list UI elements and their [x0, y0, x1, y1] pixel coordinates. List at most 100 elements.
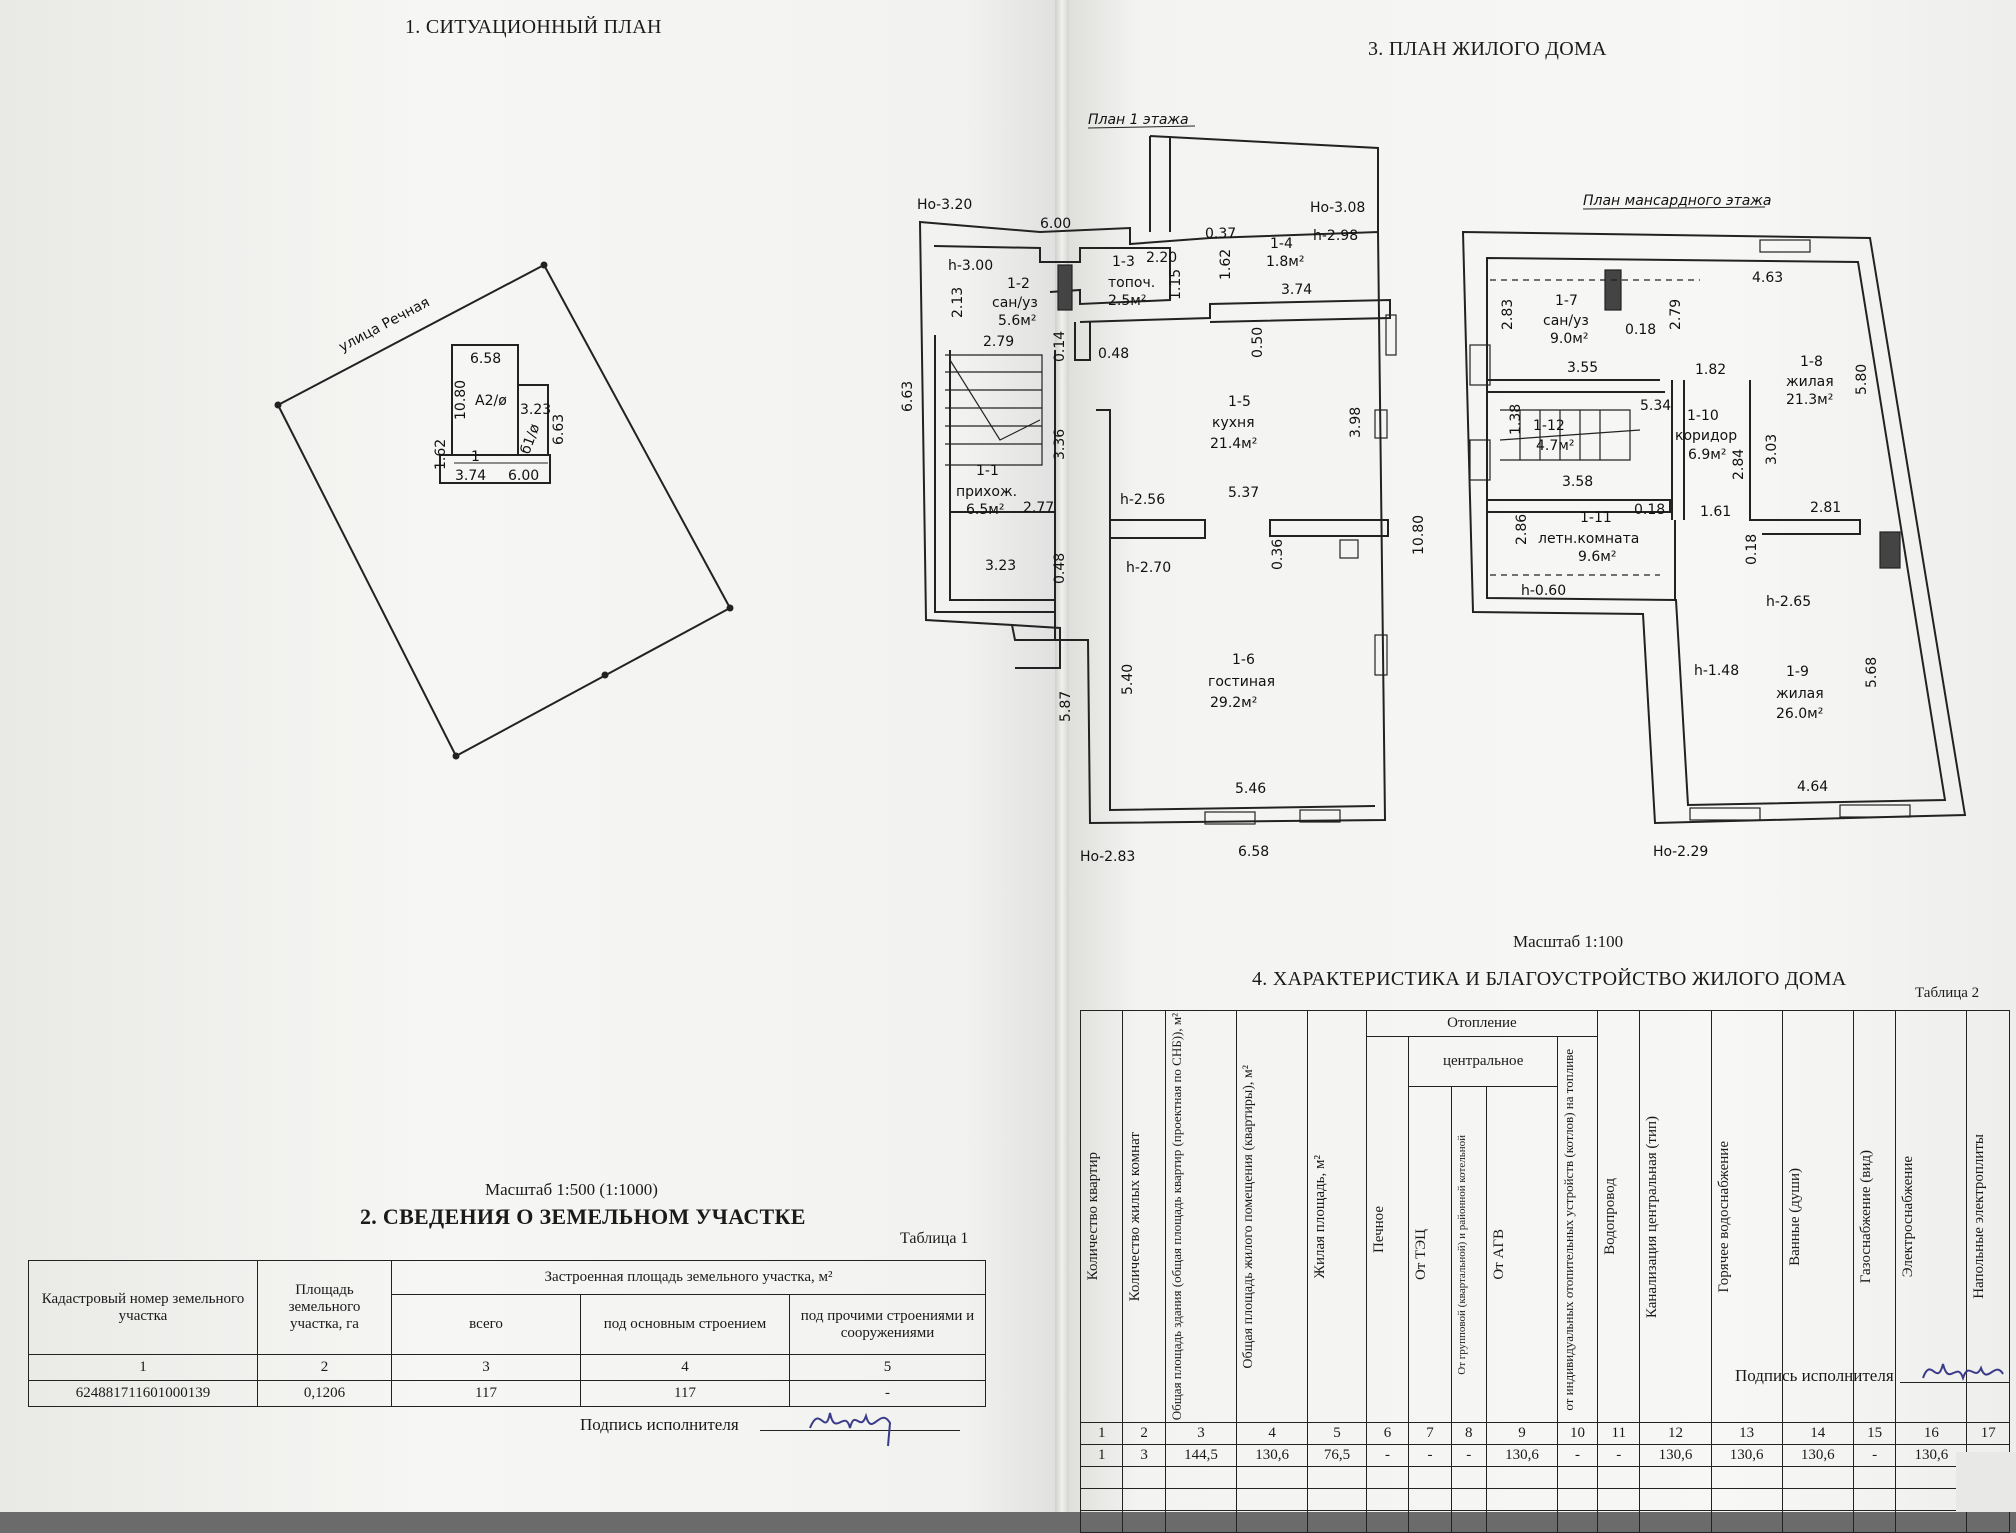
svg-text:1.61: 1.61: [1700, 504, 1731, 520]
svg-text:5.87: 5.87: [1058, 691, 1074, 722]
svg-text:кухня: кухня: [1212, 415, 1255, 431]
house-floorplans: План 1 этажа План мансардного этажа Но-3…: [900, 112, 1967, 865]
situation-scale: Масштаб 1:500 (1:1000): [485, 1180, 658, 1199]
svg-text:сан/уз: сан/уз: [1543, 313, 1589, 329]
num-cell: 3: [391, 1354, 581, 1381]
svg-text:1-10: 1-10: [1687, 408, 1719, 424]
th-16: Электроснабжение: [1895, 1009, 1968, 1424]
svg-text:6.5м²: 6.5м²: [966, 502, 1004, 518]
svg-text:0.36: 0.36: [1270, 539, 1286, 570]
th-12: Канализация центральная (тип): [1639, 1009, 1712, 1424]
svg-text:0.48: 0.48: [1098, 346, 1129, 362]
svg-text:6.00: 6.00: [508, 468, 539, 484]
empty-row: [1079, 1510, 2010, 1533]
cadastral-number: 624881711601000139: [28, 1380, 258, 1407]
land-table: Кадастровый номер земельного участка Пло…: [28, 1260, 986, 1407]
svg-text:1.38: 1.38: [1508, 404, 1524, 435]
svg-text:1-2: 1-2: [1007, 276, 1030, 292]
svg-text:1-7: 1-7: [1555, 293, 1578, 309]
built-main: 117: [580, 1380, 790, 1407]
th-13: Горячее водоснабжение: [1710, 1009, 1783, 1424]
th-5: Жилая площадь, м²: [1307, 1009, 1367, 1424]
land-info-title: 2. СВЕДЕНИЯ О ЗЕМЕЛЬНОМ УЧАСТКЕ: [360, 1204, 806, 1229]
svg-text:h-3.00: h-3.00: [948, 258, 993, 274]
svg-text:0.37: 0.37: [1205, 226, 1236, 242]
built-total: 117: [391, 1380, 581, 1407]
svg-text:Но-3.20: Но-3.20: [917, 197, 972, 213]
svg-text:жилая: жилая: [1776, 686, 1824, 702]
central-header: центральное: [1408, 1036, 1559, 1087]
svg-text:9.6м²: 9.6м²: [1578, 549, 1616, 565]
num-cell: 4: [580, 1354, 790, 1381]
svg-text:2.86: 2.86: [1514, 514, 1530, 545]
th-11: Водопровод: [1597, 1009, 1641, 1424]
svg-text:6.58: 6.58: [470, 351, 501, 367]
svg-text:0.48: 0.48: [1052, 553, 1068, 584]
svg-text:Но-2.29: Но-2.29: [1653, 844, 1708, 860]
svg-text:Но-3.08: Но-3.08: [1310, 200, 1365, 216]
svg-text:5.68: 5.68: [1864, 657, 1880, 688]
th-6: Печное: [1365, 1035, 1410, 1424]
svg-text:3.23: 3.23: [520, 402, 551, 418]
plan-scale: Масштаб 1:100: [1513, 932, 1624, 951]
svg-text:2.20: 2.20: [1146, 250, 1177, 266]
table2-caption: Таблица 2: [1915, 985, 1980, 1001]
svg-text:0.18: 0.18: [1634, 502, 1665, 518]
svg-text:1-11: 1-11: [1580, 510, 1612, 526]
th-9: От АГВ: [1485, 1085, 1559, 1424]
svg-text:2.77: 2.77: [1023, 500, 1054, 516]
svg-text:1-3: 1-3: [1112, 254, 1135, 270]
land-area: 0,1206: [257, 1380, 392, 1407]
table1-caption: Таблица 1: [900, 1230, 969, 1247]
characteristics-table: Количество квартир Количество жилых комн…: [1079, 1009, 2010, 1533]
th-3: Общая площадь здания (общая площадь квар…: [1164, 1009, 1238, 1424]
svg-text:жилая: жилая: [1786, 374, 1834, 390]
svg-text:1-4: 1-4: [1270, 236, 1293, 252]
built-other: -: [789, 1380, 986, 1407]
house-characteristics-title: 4. ХАРАКТЕРИСТИКА И БЛАГОУСТРОЙСТВО ЖИЛО…: [1252, 968, 1847, 990]
svg-text:прихож.: прихож.: [956, 484, 1017, 500]
svg-text:h-0.60: h-0.60: [1521, 583, 1566, 599]
signature-scribble-right: ИШ: [1922, 1363, 2004, 1382]
signature-line-left: [760, 1430, 960, 1431]
empty-row: [1079, 1488, 2010, 1512]
plan2-title: План мансардного этажа: [1583, 193, 1772, 209]
th-15: Газоснабжение (вид): [1852, 1009, 1897, 1424]
svg-text:9.0м²: 9.0м²: [1550, 331, 1588, 347]
svg-text:1-12: 1-12: [1533, 418, 1565, 434]
svg-text:сан/уз: сан/уз: [992, 295, 1038, 311]
svg-text:3.03: 3.03: [1764, 434, 1780, 465]
svg-text:6.63: 6.63: [551, 414, 567, 445]
house-plan-title: 3. ПЛАН ЖИЛОГО ДОМА: [1368, 38, 1607, 60]
svg-text:0.14: 0.14: [1052, 331, 1068, 362]
col-built: Застроенная площадь земельного участка, …: [391, 1260, 986, 1295]
svg-text:5.37: 5.37: [1228, 485, 1259, 501]
svg-text:h-1.48: h-1.48: [1694, 663, 1739, 679]
signature-scribble-left: ИШ: [809, 1412, 892, 1447]
situation-plan-drawing: улица Речная 6.58 А2/ø 10.80 3.23 6.63 3…: [274, 261, 734, 760]
svg-text:4.64: 4.64: [1797, 779, 1828, 795]
signature-label-left: Подпись исполнителя: [580, 1415, 739, 1434]
svg-text:h-2.70: h-2.70: [1126, 560, 1171, 576]
svg-text:1.8м²: 1.8м²: [1266, 254, 1304, 270]
svg-text:21.3м²: 21.3м²: [1786, 392, 1833, 408]
svg-text:0.50: 0.50: [1250, 327, 1266, 358]
th-2: Количество жилых комнат: [1122, 1009, 1166, 1424]
svg-text:3.74: 3.74: [455, 468, 486, 484]
th-8: От групповой (квартальной) и районной ко…: [1450, 1085, 1487, 1424]
col-main: под основным строением: [580, 1294, 790, 1355]
svg-text:10.80: 10.80: [453, 380, 469, 420]
svg-text:2.79: 2.79: [983, 334, 1014, 350]
svg-text:1-1: 1-1: [976, 463, 999, 479]
svg-text:5.80: 5.80: [1854, 364, 1870, 395]
svg-text:6.63: 6.63: [900, 381, 916, 412]
svg-text:2.84: 2.84: [1731, 449, 1747, 480]
svg-text:2.79: 2.79: [1668, 299, 1684, 330]
num-cell: 5: [789, 1354, 986, 1381]
svg-text:1-8: 1-8: [1800, 354, 1823, 370]
svg-text:29.2м²: 29.2м²: [1210, 695, 1257, 711]
svg-text:летн.комната: летн.комната: [1538, 531, 1639, 547]
svg-text:1-6: 1-6: [1232, 652, 1255, 668]
th-14: Ванные (души): [1781, 1009, 1854, 1424]
